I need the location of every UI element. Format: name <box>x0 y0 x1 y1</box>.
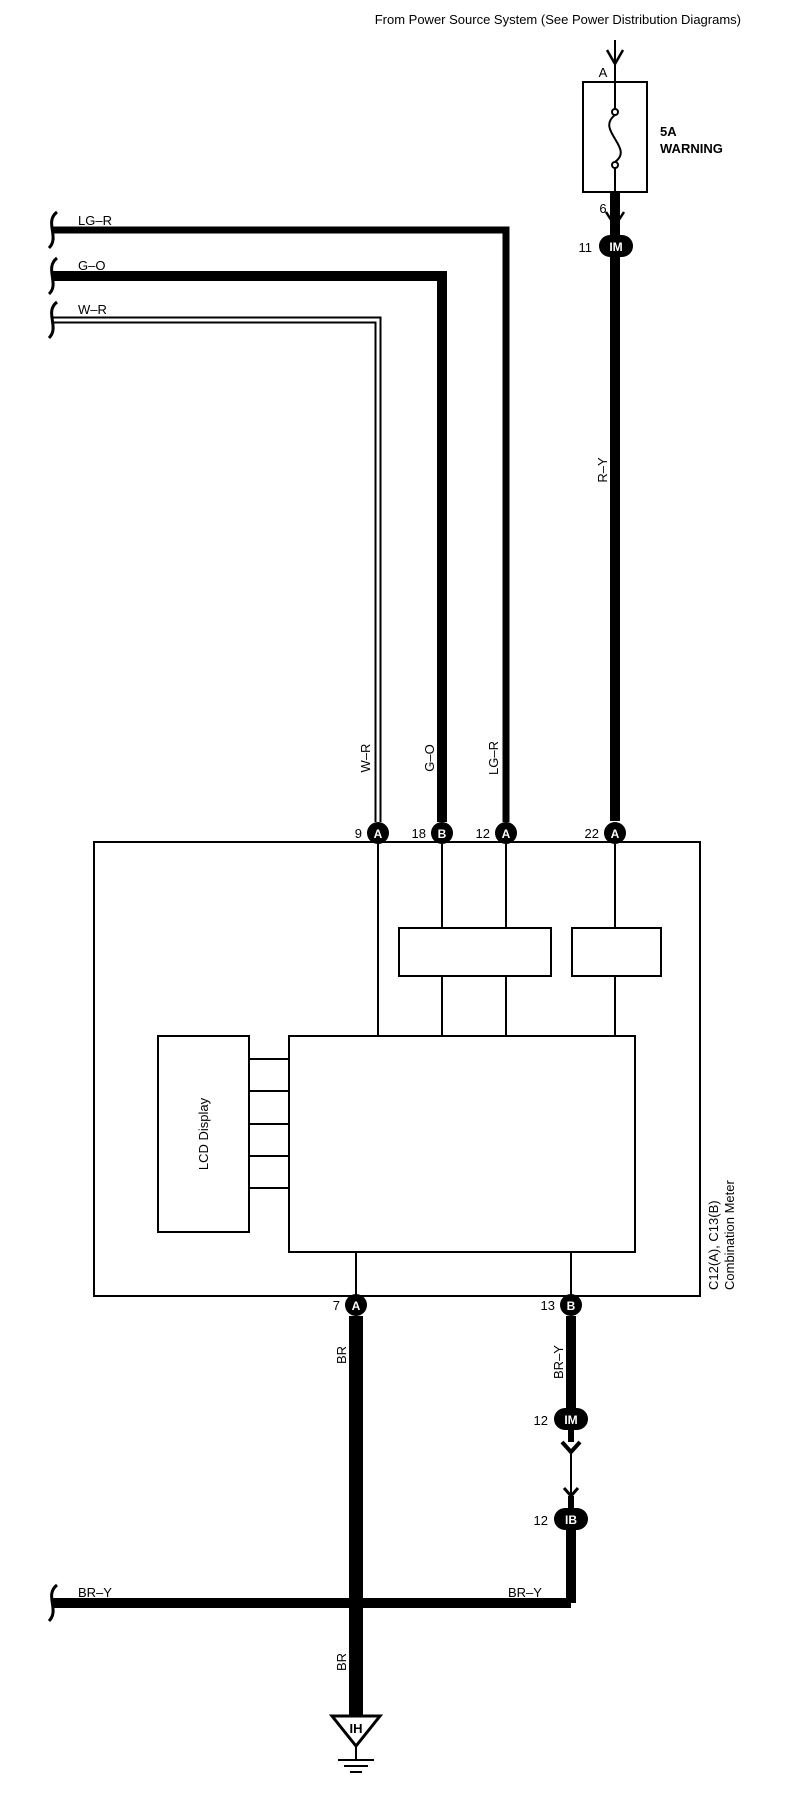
combination-meter-box <box>93 841 701 1297</box>
wire-label-bry-right: BR–Y <box>508 1585 542 1600</box>
svg-text:12: 12 <box>534 1413 548 1428</box>
meter-block-2 <box>571 927 662 977</box>
svg-text:7: 7 <box>333 1298 340 1313</box>
meter-pin-22: A 22 <box>585 822 626 844</box>
meter-main-block <box>288 1035 636 1253</box>
connector-pair <box>560 1430 582 1508</box>
lcd-display-box <box>157 1035 250 1233</box>
svg-text:18: 18 <box>412 826 426 841</box>
wire-break-bry <box>47 1583 59 1623</box>
svg-text:B: B <box>567 1299 576 1313</box>
svg-text:A: A <box>611 827 620 841</box>
fuse-terminal-in: A <box>599 65 608 80</box>
svg-text:22: 22 <box>585 826 599 841</box>
input-label-wr: W–R <box>78 302 107 317</box>
junction-ib: IB 12 <box>534 1508 588 1530</box>
wire-w-r-core <box>52 318 380 822</box>
meter-pin-18: B 18 <box>412 822 453 844</box>
svg-text:A: A <box>502 827 511 841</box>
ground-ih: IH <box>328 1714 384 1773</box>
junction-im-top: IM 11 <box>579 235 633 257</box>
svg-text:9: 9 <box>355 826 362 841</box>
svg-text:IM: IM <box>609 240 622 254</box>
wire-label-br-lower: BR <box>334 1653 349 1671</box>
junction-im-top-pin: 11 <box>579 240 593 255</box>
wire-label-ry: R–Y <box>595 457 610 483</box>
wire-lg-r <box>52 226 510 822</box>
splice-point <box>351 1598 361 1608</box>
wire-label-bry-left: BR–Y <box>78 1585 112 1600</box>
meter-pin-7: A 7 <box>333 1294 367 1316</box>
lcd-display-label: LCD Display <box>196 1097 211 1170</box>
svg-text:A: A <box>374 827 383 841</box>
fuse-warning: A 5A WARNING 6 <box>582 40 723 216</box>
ground-code: IH <box>350 1721 363 1736</box>
svg-text:12: 12 <box>534 1513 548 1528</box>
input-label-go: G–O <box>78 258 105 273</box>
input-label-lgr: LG–R <box>78 213 112 228</box>
wire-label-go: G–O <box>422 744 437 771</box>
meter-pin-13: B 13 <box>541 1294 582 1316</box>
meter-pin-9: A 9 <box>355 822 389 844</box>
meter-name-label: Combination Meter <box>722 1180 737 1290</box>
wire-label-br-upper: BR <box>334 1346 349 1364</box>
power-source-label: From Power Source System (See Power Dist… <box>375 12 741 27</box>
fuse-rating: 5A <box>660 124 677 139</box>
wire-break-symbols <box>47 210 59 340</box>
svg-text:13: 13 <box>541 1298 555 1313</box>
svg-text:IB: IB <box>565 1513 577 1527</box>
wire-w-r-outline <box>52 316 382 822</box>
meter-internal-wiring <box>157 844 662 1300</box>
svg-text:IM: IM <box>564 1413 577 1427</box>
meter-connectors-label: C12(A), C13(B) <box>706 1200 721 1290</box>
junction-im-bottom: IM 12 <box>534 1408 588 1430</box>
fuse-terminal-out: 6 <box>599 201 606 216</box>
wire-label-lgr: LG–R <box>486 741 501 775</box>
wire-g-o <box>52 271 447 822</box>
wire-label-wr: W–R <box>358 744 373 773</box>
svg-text:A: A <box>352 1299 361 1313</box>
wire-label-bry-vert: BR–Y <box>551 1345 566 1379</box>
svg-text:B: B <box>438 827 447 841</box>
meter-block-1 <box>398 927 552 977</box>
meter-pin-12: A 12 <box>476 822 517 844</box>
fuse-name: WARNING <box>660 141 723 156</box>
svg-text:12: 12 <box>476 826 490 841</box>
